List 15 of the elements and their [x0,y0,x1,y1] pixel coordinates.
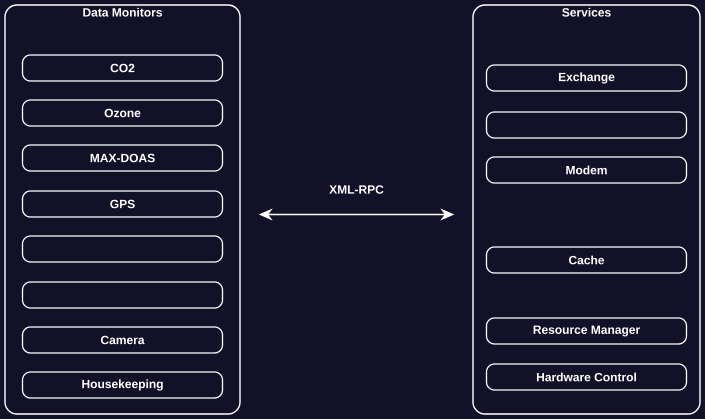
module-box: Modem [486,156,688,184]
module-box: Housekeeping [22,371,224,399]
module-box [486,111,688,139]
module-box [22,281,224,309]
module-box: Resource Manager [486,317,688,345]
module-box: MAX-DOAS [22,144,224,172]
module-box: Exchange [486,64,688,92]
module-box: Hardware Control [486,363,688,391]
module-box: CO2 [22,54,224,82]
module-box: Ozone [22,99,224,127]
module-box: Cache [486,246,688,274]
module-box: Camera [22,326,224,354]
module-box: GPS [22,190,224,218]
module-box [22,235,224,263]
edge-label: XML-RPC [329,185,384,194]
